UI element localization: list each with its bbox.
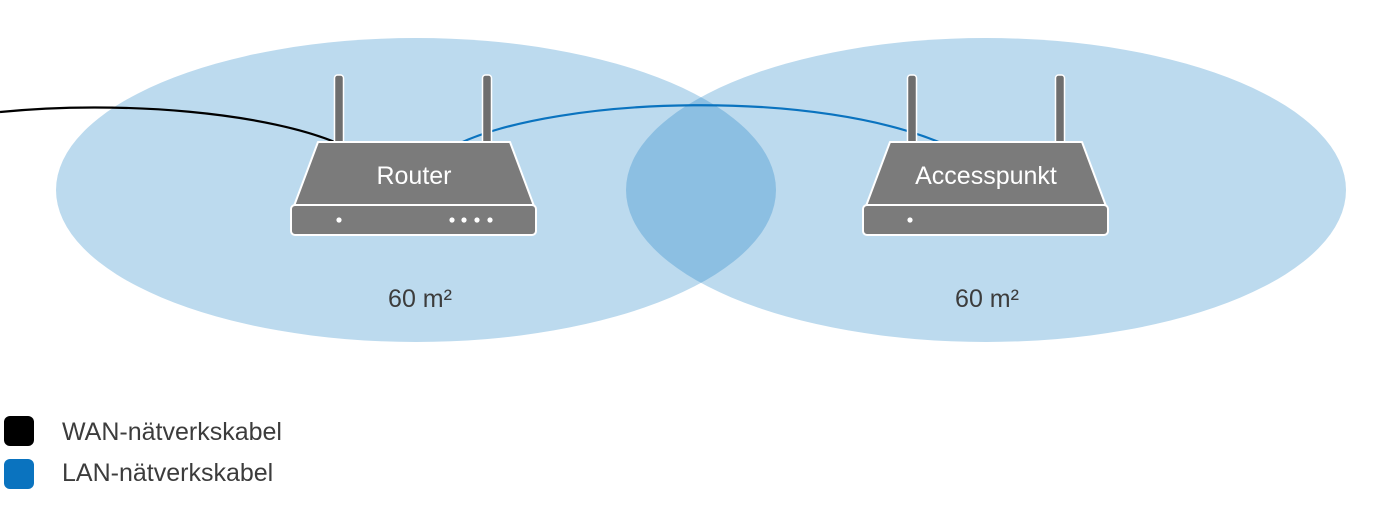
accesspoint-antenna-right xyxy=(1054,74,1066,148)
router-label: Router xyxy=(376,162,451,190)
router-antenna-right xyxy=(481,74,493,148)
router-antenna-left xyxy=(333,74,345,148)
lan-legend-label: LAN-nätverkskabel xyxy=(62,459,273,487)
router-status-led xyxy=(474,217,480,223)
wan-legend-label: WAN-nätverkskabel xyxy=(62,418,282,446)
legend: WAN-nätverkskabel LAN-nätverkskabel xyxy=(4,416,282,489)
router-power-led xyxy=(336,217,342,223)
lan-legend-swatch xyxy=(4,459,34,489)
router-base xyxy=(290,204,537,236)
accesspoint-base xyxy=(862,204,1109,236)
router-area-label: 60 m² xyxy=(388,285,452,313)
router-status-led xyxy=(487,217,493,223)
accesspoint-area-label: 60 m² xyxy=(955,285,1019,313)
router-status-led xyxy=(461,217,467,223)
accesspoint-power-led xyxy=(907,217,913,223)
wan-cable xyxy=(0,106,345,147)
router-status-led xyxy=(449,217,455,223)
accesspoint-device: Accesspunkt xyxy=(862,74,1109,236)
accesspoint-antenna-left xyxy=(906,74,918,148)
accesspoint-label: Accesspunkt xyxy=(915,162,1057,190)
router-device: Router xyxy=(290,74,537,236)
wan-legend-swatch xyxy=(4,416,34,446)
lan-cable xyxy=(457,104,949,148)
